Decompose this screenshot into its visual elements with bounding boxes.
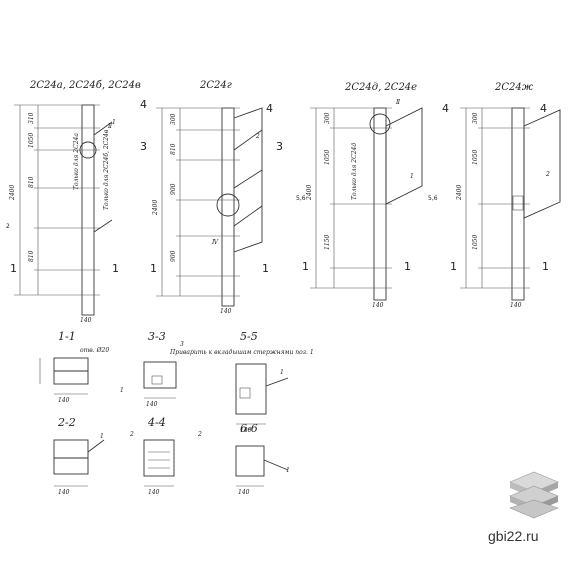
svg-text:310: 310 <box>28 112 35 124</box>
svg-text:2: 2 <box>255 133 260 140</box>
svg-text:Только для 2С24д: Только для 2С24д <box>351 143 358 200</box>
title-col-1: 2С24а, 2С24б, 2С24в <box>29 80 141 91</box>
svg-text:Только для 2С24а: Только для 2С24а <box>73 133 80 190</box>
elevation-col-4: 2400 300 1050 1050 2 4 4 1 1 140 <box>442 102 561 309</box>
title-col-3: 2С24д, 2С24е <box>344 82 417 93</box>
svg-text:900: 900 <box>170 183 177 195</box>
svg-text:1: 1 <box>112 262 119 275</box>
svg-text:5,6: 5,6 <box>428 195 438 202</box>
svg-text:1: 1 <box>302 260 309 273</box>
svg-text:1: 1 <box>286 467 290 474</box>
svg-text:1-1: 1-1 <box>58 330 76 343</box>
svg-text:2400: 2400 <box>152 200 159 216</box>
svg-text:2-2: 2-2 <box>57 416 76 429</box>
svg-text:1050: 1050 <box>472 150 479 165</box>
svg-text:140: 140 <box>372 302 384 309</box>
svg-text:4: 4 <box>140 98 147 111</box>
svg-text:1: 1 <box>410 173 414 180</box>
svg-text:2: 2 <box>6 223 10 230</box>
watermark-text: gbi22.ru <box>488 528 539 544</box>
elevation-col-1: 2400 310 1050 810 810 1 Ⅱ Только для 2С2… <box>6 104 119 324</box>
site-logo-icon <box>509 471 559 519</box>
svg-text:140: 140 <box>510 302 522 309</box>
svg-text:4: 4 <box>442 102 449 115</box>
section-3-3: 3-3 140 Приварить к вкладышам стержнями … <box>120 330 314 408</box>
svg-text:4-4: 4-4 <box>147 416 166 429</box>
svg-text:140: 140 <box>148 489 160 496</box>
svg-text:5-5: 5-5 <box>240 330 258 343</box>
svg-text:900: 900 <box>170 250 177 262</box>
svg-text:2: 2 <box>197 431 202 438</box>
svg-text:140: 140 <box>220 308 232 315</box>
svg-text:1: 1 <box>542 260 549 273</box>
section-2-2: 2-2 140 1 <box>53 416 105 496</box>
svg-text:1: 1 <box>150 262 157 275</box>
svg-text:2400: 2400 <box>306 185 313 201</box>
svg-text:140: 140 <box>80 317 92 324</box>
svg-text:Ⅱ: Ⅱ <box>107 123 113 130</box>
svg-text:3: 3 <box>140 140 147 153</box>
section-5-5: 5-5 140 1 <box>235 330 289 434</box>
svg-text:300: 300 <box>472 112 479 124</box>
svg-text:1: 1 <box>10 262 17 275</box>
svg-text:3: 3 <box>276 140 283 153</box>
detail-circle-2 <box>216 193 240 217</box>
svg-text:140: 140 <box>240 427 252 434</box>
svg-text:Только для 2С24б, 2С24в: Только для 2С24б, 2С24в <box>103 129 110 210</box>
svg-text:2: 2 <box>545 171 550 178</box>
svg-text:Ⅱ: Ⅱ <box>395 99 401 106</box>
svg-text:140: 140 <box>146 401 158 408</box>
svg-text:3: 3 <box>180 341 184 348</box>
title-col-4: 2С24ж <box>494 82 534 93</box>
section-4-4: 4-4 140 2 2 <box>129 416 202 496</box>
column-body-1 <box>81 104 95 316</box>
console-outline-4 <box>523 109 561 219</box>
svg-text:140: 140 <box>238 489 250 496</box>
svg-text:1: 1 <box>262 262 269 275</box>
console-outline-3 <box>385 107 423 205</box>
svg-text:140: 140 <box>58 397 70 404</box>
svg-text:2: 2 <box>129 431 134 438</box>
svg-text:3-3: 3-3 <box>148 330 166 343</box>
svg-text:300: 300 <box>170 113 177 125</box>
svg-text:1: 1 <box>450 260 457 273</box>
svg-text:1: 1 <box>112 119 116 126</box>
elevation-col-2: 2400 300 810 900 900 4 4 3 3 2 Ⅳ 1 1 140 <box>140 98 283 315</box>
svg-text:1050: 1050 <box>472 235 479 250</box>
elevation-col-3: 2400 300 1050 1150 Ⅱ 1 Только для 2С24д … <box>296 99 438 309</box>
svg-text:отв. Ø20: отв. Ø20 <box>80 347 109 354</box>
svg-text:1: 1 <box>404 260 411 273</box>
svg-text:1: 1 <box>280 369 284 376</box>
svg-text:Приварить к вкладышам стержням: Приварить к вкладышам стержнями поз. 1 <box>169 349 314 356</box>
svg-text:1150: 1150 <box>324 235 331 250</box>
svg-text:810: 810 <box>170 143 177 155</box>
svg-text:140: 140 <box>58 489 70 496</box>
svg-text:1: 1 <box>100 433 104 440</box>
detail-circle-1 <box>79 141 97 159</box>
svg-text:2400: 2400 <box>456 185 463 201</box>
title-col-2: 2С24г <box>199 80 232 91</box>
svg-text:300: 300 <box>324 112 331 124</box>
section-6-6: 6-6 140 1 <box>235 422 290 496</box>
dim-total-1: 2400 <box>9 185 16 201</box>
svg-text:4: 4 <box>266 102 273 115</box>
section-1-1: 1-1 140 отв. Ø20 <box>39 330 109 404</box>
svg-text:Ⅳ: Ⅳ <box>211 239 219 246</box>
embed-plate-4 <box>512 195 524 211</box>
svg-text:1: 1 <box>120 387 124 394</box>
svg-text:4: 4 <box>540 102 547 115</box>
svg-text:810: 810 <box>28 250 35 262</box>
console-outline-2 <box>233 107 263 253</box>
svg-text:1050: 1050 <box>324 150 331 165</box>
svg-text:1050: 1050 <box>28 133 35 148</box>
svg-text:5,6: 5,6 <box>296 195 306 202</box>
svg-text:810: 810 <box>28 176 35 188</box>
detail-circle-3 <box>369 113 391 135</box>
svg-text:6-6: 6-6 <box>240 422 258 435</box>
